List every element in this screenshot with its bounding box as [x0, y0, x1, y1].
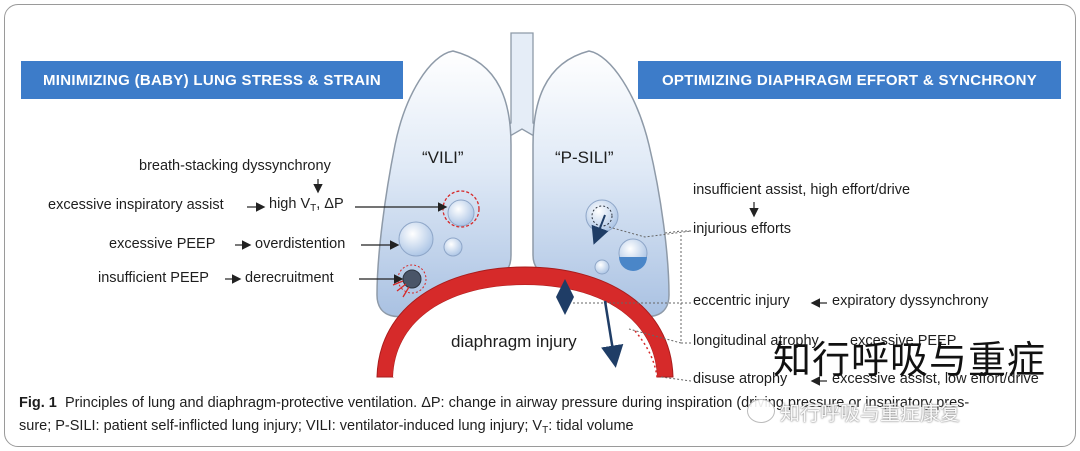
figure-caption: Fig. 1 Principles of lung and diaphragm-… [19, 392, 1069, 442]
alveolus-collapsed-ring [397, 264, 427, 294]
watermark-chat-icon [747, 399, 775, 423]
label-expiratory-dyssynchrony: expiratory dyssynchrony [832, 293, 989, 309]
alveolus-overdistended [398, 221, 434, 257]
leader-longitudinal-diaphragm [628, 328, 682, 344]
label-breath-stacking: breath-stacking dyssynchrony [139, 158, 331, 174]
diaphragm-dotted-edge [634, 330, 658, 378]
caption-line-1: Principles of lung and diaphragm-protect… [64, 395, 970, 411]
label-excessive-peep-right: excessive PEEP [850, 333, 957, 349]
high-vt-suffix: , ΔP [316, 196, 344, 212]
effort-arrow-right-lung [591, 214, 609, 245]
banner-diaphragm-effort: OPTIMIZING DIAPHRAGM EFFORT & SYNCHRONY [638, 61, 1061, 99]
lung-diagram [225, 32, 827, 386]
caption-line-2b: : tidal volume [548, 418, 634, 434]
label-eccentric-injury: eccentric injury [693, 293, 790, 309]
label-excessive-peep: excessive PEEP [109, 236, 216, 252]
leader-injurious-alveoli [608, 226, 692, 238]
figure-frame: MINIMIZING (BABY) LUNG STRESS & STRAIN O… [4, 4, 1076, 447]
label-excessive-assist-low-effort: excessive assist, low effort/drive [832, 371, 1039, 387]
watermark-large: 知行呼吸与重症 [773, 338, 1047, 382]
banner-lung-stress: MINIMIZING (BABY) LUNG STRESS & STRAIN [21, 61, 403, 99]
leader-injurious-efforts [664, 230, 691, 234]
diaphragm-contraction-arrow [601, 300, 624, 368]
high-vt-prefix: high V [269, 196, 311, 212]
alveolus-high-vt [447, 199, 475, 227]
label-insufficient-peep: insufficient PEEP [98, 270, 209, 286]
alveolus-injured-ring [591, 205, 613, 227]
alveolus-collapsed [402, 269, 422, 289]
figure-number: Fig. 1 [19, 395, 57, 411]
psili-label: “P-SILI” [555, 148, 614, 167]
alveolus-small [443, 237, 463, 257]
alveolus-small-right [594, 259, 610, 275]
watermark-small: 知行呼吸与重症康复 [780, 401, 960, 425]
label-longitudinal-atrophy: longitudinal atrophy [693, 333, 819, 349]
label-overdistention: overdistention [255, 236, 346, 252]
high-vt-subscript: T [310, 203, 317, 214]
label-high-vt: high VT, ΔP [269, 196, 344, 214]
caption-vt-subscript: T [542, 425, 549, 436]
label-derecruitment: derecruitment [245, 270, 334, 286]
leader-disuse [660, 376, 692, 382]
alveolus-fluid-level [619, 257, 647, 271]
alveolus-injured [585, 199, 619, 233]
caption-line-2a: sure; P-SILI: patient self-inflicted lun… [19, 418, 543, 434]
leader-longitudinal [680, 235, 691, 344]
label-insufficient-assist: insufficient assist, high effort/drive [693, 182, 911, 198]
diaphragm-injury-label: diaphragm injury [451, 332, 577, 351]
label-injurious-efforts: injurious efforts [693, 221, 792, 237]
label-disuse-atrophy: disuse atrophy [693, 371, 788, 387]
abdomen-outline [393, 285, 657, 377]
label-excessive-inspiratory-assist: excessive inspiratory assist [48, 197, 224, 213]
vili-label: “VILI” [422, 148, 464, 167]
